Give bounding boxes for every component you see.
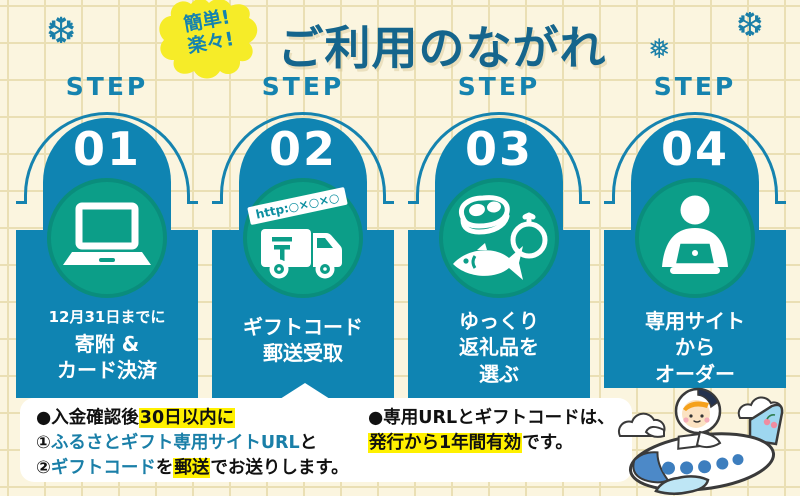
- step-02-column: STEP 02 http:○×○×○ ギフトコード 郵送受取: [212, 0, 394, 496]
- note-line: ②ギフトコードを郵送でお送りします。: [36, 458, 349, 478]
- snowflake-icon: ❅: [648, 34, 671, 65]
- step-number: 02: [268, 122, 337, 176]
- step-number: 03: [464, 122, 533, 176]
- person-ordering-icon: [635, 178, 755, 298]
- note-line: ①ふるさとギフト専用サイトURLと: [36, 433, 318, 453]
- note-right: ●専用URLとギフトコードは、 発行から1年間有効です。: [368, 406, 615, 456]
- step-04-column: STEP 04 専用サイト から オーダー: [604, 0, 786, 496]
- note-left: ●入金確認後30日以内に ①ふるさとギフト専用サイトURLと ②ギフトコードを郵…: [36, 406, 349, 481]
- step-number: 04: [660, 122, 729, 176]
- note-line: 発行から1年間有効です。: [368, 433, 573, 453]
- step-03-column: STEP 03: [408, 0, 590, 496]
- step-word: STEP: [261, 72, 345, 101]
- page-title: ご利用のながれ: [277, 21, 607, 75]
- step-caption: 専用サイト から オーダー: [645, 309, 745, 386]
- speech-tail: [280, 383, 330, 399]
- easy-badge: 簡単! 楽々!: [156, 0, 262, 82]
- gift-foods-icon: [439, 178, 559, 298]
- note-line: ●専用URLとギフトコードは、: [368, 408, 615, 428]
- step-01-column: STEP 01 12月31日までに 寄附 & カード決済: [16, 0, 198, 496]
- step-caption: 12月31日までに 寄附 & カード決済: [48, 308, 166, 383]
- notes-panel: ●入金確認後30日以内に ①ふるさとギフト専用サイトURLと ②ギフトコードを郵…: [20, 383, 632, 482]
- badge-burst-shape: [159, 0, 258, 79]
- note-line: ●入金確認後30日以内に: [36, 408, 236, 428]
- step-caption: ギフトコード 郵送受取: [243, 315, 363, 366]
- step-number: 01: [72, 122, 141, 176]
- snowflake-icon: ❆: [46, 11, 77, 52]
- step-word: STEP: [457, 72, 541, 101]
- step-word: STEP: [653, 72, 737, 101]
- step-word: STEP: [65, 72, 149, 101]
- laptop-icon: [47, 178, 167, 298]
- airplane-character-illustration: [617, 387, 784, 495]
- step-caption: ゆっくり 返礼品を 選ぶ: [459, 309, 539, 386]
- snowflake-icon: ❆: [736, 5, 764, 44]
